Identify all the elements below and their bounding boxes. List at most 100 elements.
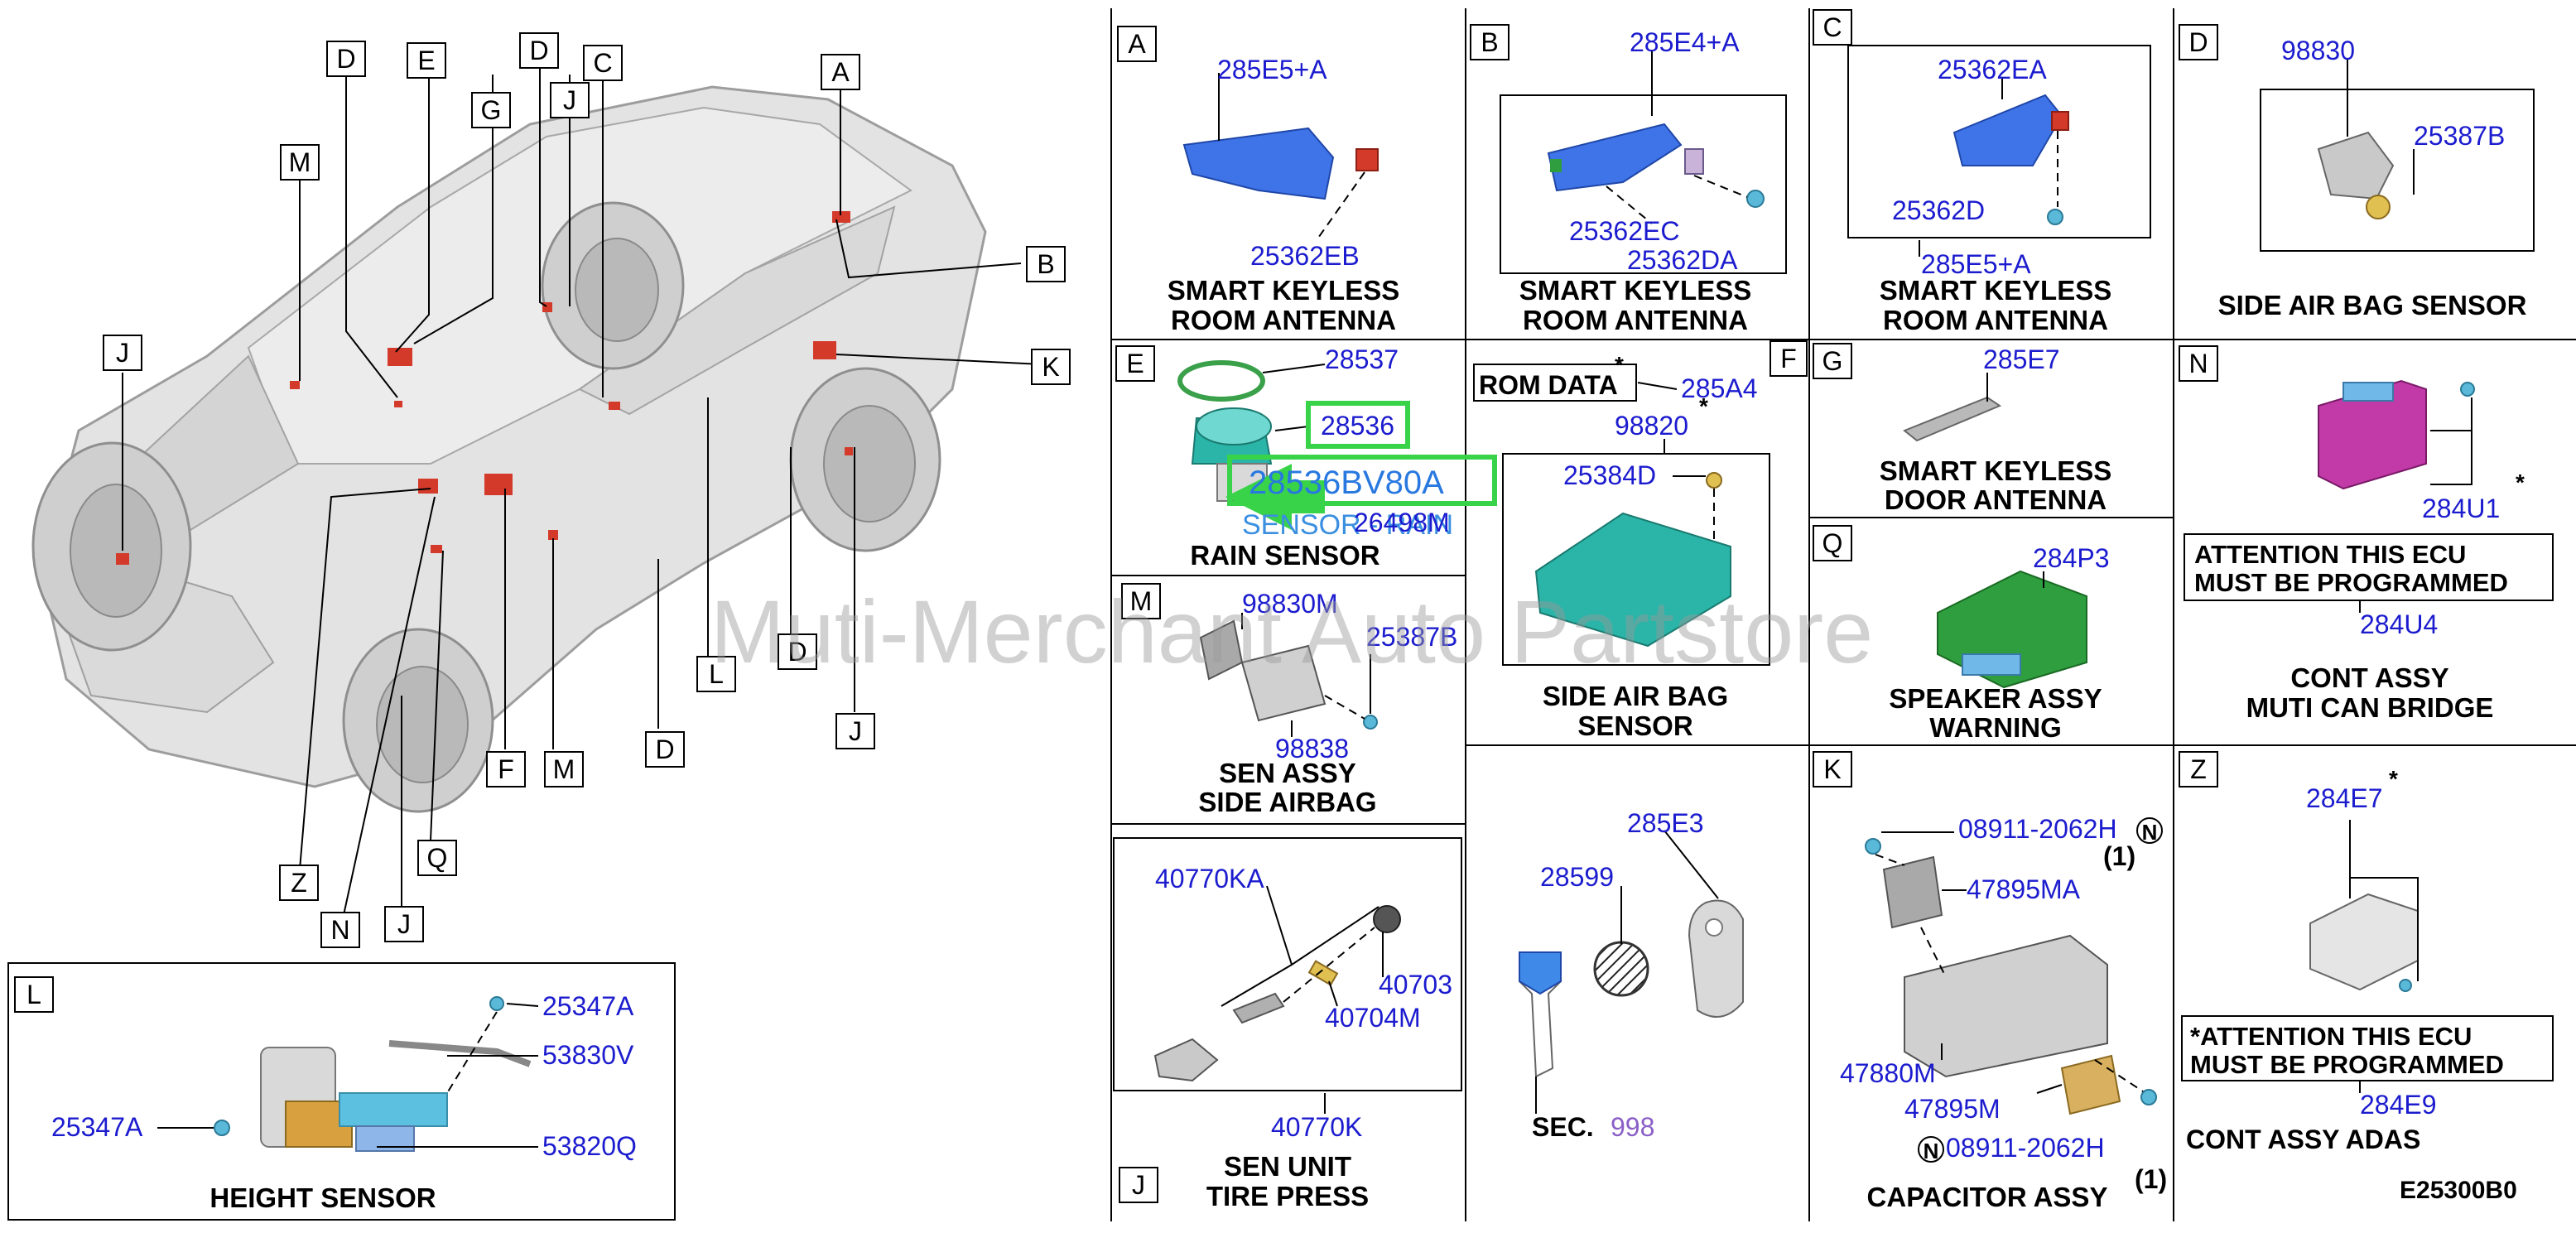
panel-g-door-antenna: G 285E7 SMART KEYLESS DOOR ANTENNA	[1813, 343, 2111, 515]
svg-text:E: E	[417, 46, 435, 75]
screw-n-part	[2460, 382, 2475, 397]
svg-text:B: B	[1037, 249, 1054, 279]
part-25362ea: 25362EA	[1938, 55, 2047, 84]
marker-c	[609, 402, 620, 410]
part-53830v: 53830V	[542, 1040, 634, 1070]
part-285a4: 285A4	[1681, 373, 1758, 403]
marker-q	[431, 545, 442, 553]
screw-z-part	[2399, 979, 2412, 992]
part-25362eb: 25362EB	[1250, 241, 1360, 271]
n-mark-top-letter: N	[2142, 820, 2158, 845]
watermark-text: Muti-Merchant Auto Partstore	[710, 581, 1874, 682]
panel-a-caption-2: ROOM ANTENNA	[1171, 305, 1396, 335]
callout-leaders	[122, 50, 1042, 919]
room-antenna-a-part	[1182, 127, 1335, 200]
panel-z-adas: Z 284E7 * *ATTENTION THIS ECU MUST BE PR…	[2179, 751, 2554, 1204]
panel-k-letter: K	[1823, 754, 1841, 784]
panel-m-caption-2: SIDE AIRBAG	[1198, 787, 1376, 817]
panel-k-caption: CAPACITOR ASSY	[1867, 1182, 2108, 1212]
antenna-b-clip	[1550, 159, 1562, 172]
svg-text:A: A	[831, 57, 850, 87]
callout-m-1: M	[280, 144, 320, 181]
tire-valve-cap	[1373, 905, 1401, 933]
part-285e5a-c: 285E5+A	[1921, 249, 2031, 279]
part-25387b: 25387B	[2414, 121, 2505, 151]
svg-text:L: L	[709, 659, 724, 689]
room-antenna-c-part	[1952, 94, 2063, 166]
bolt-k-top	[1865, 838, 1881, 855]
panel-f-caption-1: SIDE AIR BAG	[1543, 681, 1728, 711]
part-08911-2062h-bottom: 08911-2062H	[1946, 1133, 2105, 1163]
part-284e7: 284E7	[2306, 783, 2383, 813]
panel-c-room-antenna: C 25362EA 25362D 285E5+A SMART KEYLESS R…	[1813, 9, 2151, 335]
part-25384d: 25384D	[1563, 460, 1656, 490]
svg-text:F: F	[498, 754, 514, 784]
panel-e-letter: E	[1126, 349, 1144, 378]
callout-j-1: J	[550, 82, 590, 118]
marker-n	[418, 479, 438, 494]
panel-j-tire-pressure: 40770KA 40703 40704M 40770K J SEN UNIT T…	[1113, 837, 1462, 1211]
part-08911-2062h-top: 08911-2062H	[1958, 814, 2117, 844]
attention-n-line2: MUST BE PROGRAMMED	[2194, 568, 2508, 597]
sensor-rain-label: SENSOR - RAIN	[1242, 509, 1453, 541]
bolt-k-bottom	[2140, 1089, 2157, 1105]
svg-text:J: J	[849, 716, 862, 746]
marker-f	[484, 474, 513, 495]
panel-e-caption: RAIN SENSOR	[1190, 540, 1379, 571]
part-98830m: 98830M	[1242, 589, 1338, 619]
marker-m	[290, 381, 300, 389]
part-47880m: 47880M	[1840, 1058, 1936, 1088]
callout-l: L	[696, 656, 736, 692]
callout-k: K	[1031, 349, 1071, 385]
part-284p3: 284P3	[2033, 543, 2110, 573]
component-markers	[116, 211, 853, 565]
bracket-m-part	[1240, 644, 1327, 722]
panel-q-speaker-assy: Q 284P3 SPEAKER ASSY WARNING	[1813, 525, 2110, 743]
panel-z-caption: CONT ASSY ADAS	[2186, 1125, 2420, 1154]
part-25362ec: 25362EC	[1569, 216, 1679, 246]
panel-l-letter: L	[26, 980, 41, 1009]
marker-j3	[845, 447, 853, 455]
qty-bottom: (1)	[2135, 1164, 2167, 1194]
nut-d-part	[2366, 195, 2391, 219]
panel-m-sen-assy-side-airbag: M 98830M 25387B 98838 SEN ASSY SIDE AIRB…	[1121, 583, 1457, 817]
part-25347a-left: 25347A	[51, 1112, 143, 1142]
panel-a-caption-1: SMART KEYLESS	[1168, 275, 1400, 306]
airbag-sensor-d-part	[2317, 131, 2395, 200]
rain-sensor-lens	[1196, 407, 1272, 446]
panel-j-caption-1: SEN UNIT	[1224, 1151, 1351, 1182]
panel-f-caption-2: SENSOR	[1577, 710, 1693, 741]
svg-text:C: C	[593, 48, 612, 78]
panel-q-letter: Q	[1822, 528, 1843, 558]
callout-c: C	[583, 45, 623, 81]
part-40770ka: 40770KA	[1155, 864, 1264, 893]
panel-n-can-bridge: N 284U1 * ATTENTION THIS ECU MUST BE PRO…	[2179, 345, 2554, 723]
screw-m-part	[1363, 715, 1378, 730]
callout-f: F	[486, 751, 526, 787]
part-285e7: 285E7	[1983, 344, 2060, 374]
bracket-47895ma	[1882, 855, 1943, 929]
part-284e7-star: *	[2389, 766, 2398, 792]
panel-f-side-airbag-sensor: F ROM DATA * 285A4 * 98820 25384D SIDE A…	[1473, 340, 1808, 741]
panel-n-caption-2: MUTI CAN BRIDGE	[2246, 692, 2494, 723]
connector-a-part	[1355, 148, 1379, 171]
panel-a-letter: A	[1128, 29, 1146, 59]
part-284u4: 284U4	[2360, 609, 2438, 639]
panel-b-caption-2: ROOM ANTENNA	[1523, 305, 1748, 335]
tire-valve-core	[1307, 960, 1339, 986]
connector-c-part	[2051, 111, 2069, 131]
wheel-front-left	[31, 441, 192, 652]
svg-text:Z: Z	[291, 868, 307, 898]
part-40770k: 40770K	[1271, 1112, 1362, 1142]
section-number: 998	[1611, 1112, 1654, 1142]
part-28599: 28599	[1540, 862, 1614, 892]
panel-j-letter: J	[1132, 1170, 1145, 1200]
callout-q: Q	[417, 840, 457, 876]
key-battery	[1593, 941, 1649, 997]
panel-c-letter: C	[1822, 12, 1842, 42]
can-bridge-ecu-part	[2318, 379, 2427, 490]
drawing-code: E25300B0	[2400, 1177, 2517, 1204]
panel-m-caption-1: SEN ASSY	[1219, 758, 1356, 788]
panel-e-rain-sensor: E 28537 28536 28536BV80A SENSOR - RAIN 2…	[1115, 344, 1497, 571]
